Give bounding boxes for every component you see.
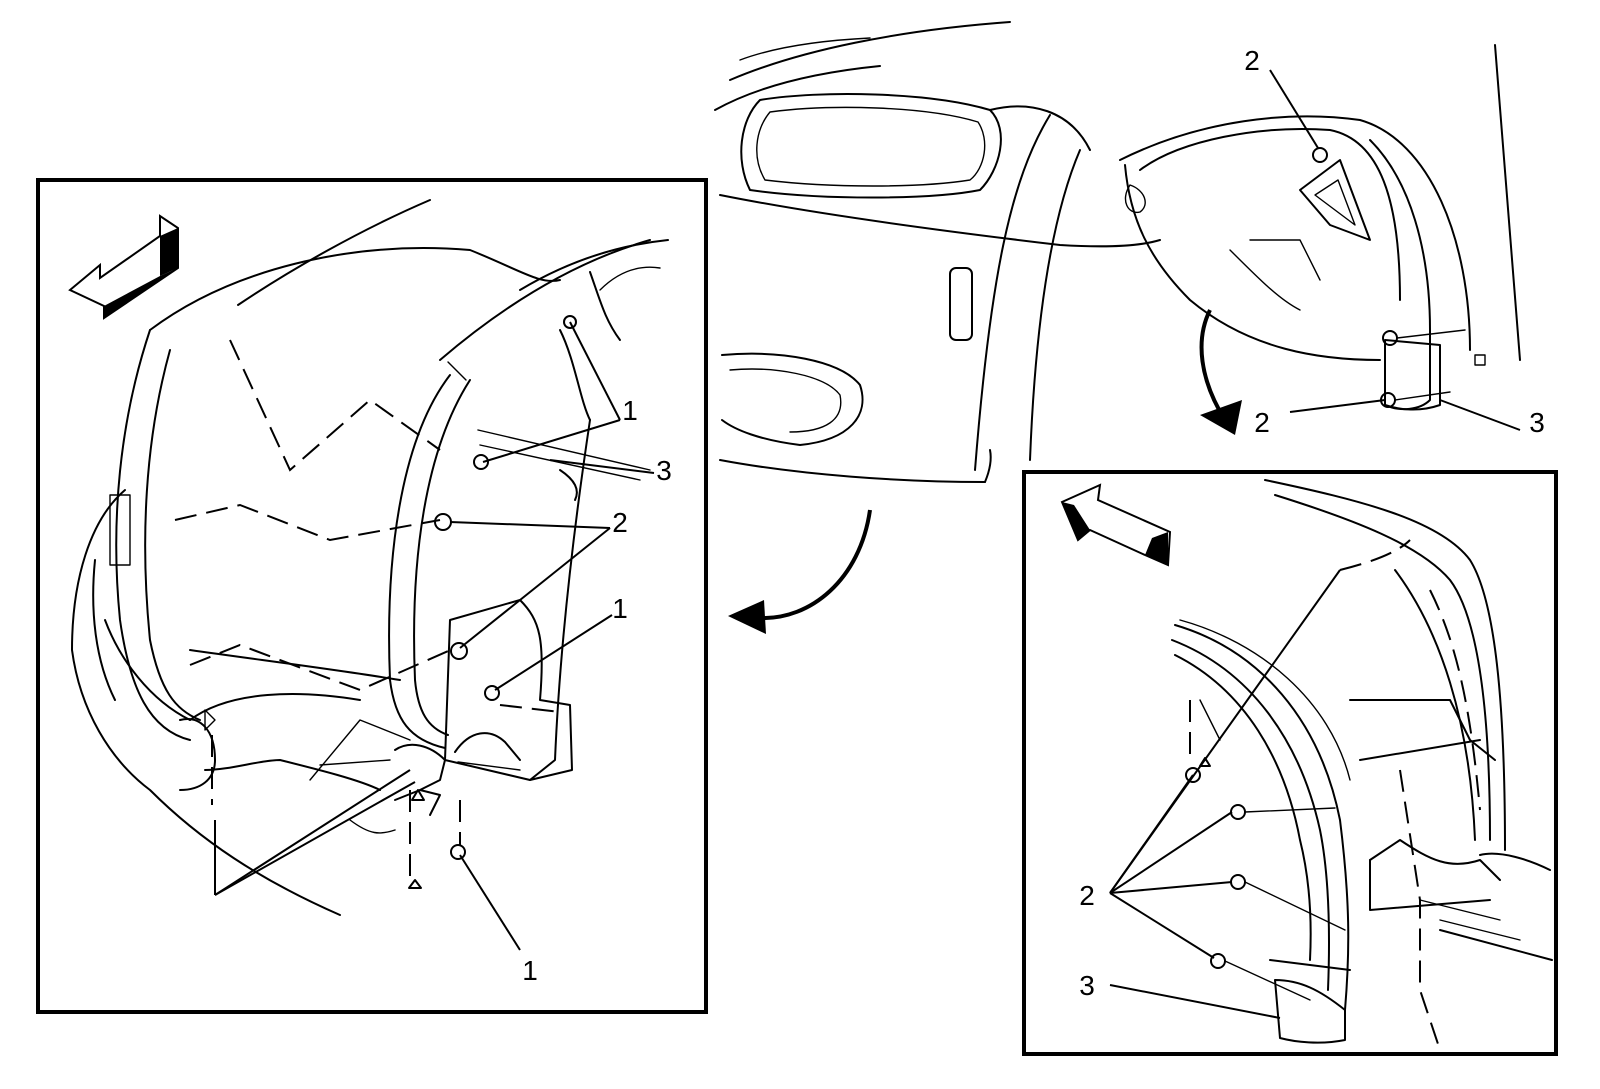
bottom-right-detail-view: 2 3 [1022,470,1558,1056]
bottom-right-detail-frame [1022,470,1558,1056]
callout-left-1-top: 1 [622,395,638,426]
left-detail-view: 1 3 2 1 1 [36,178,708,1014]
callout-overview-3: 3 [1529,407,1545,438]
left-detail-frame [36,178,708,1014]
callout-overview-2-top: 2 [1244,45,1260,76]
callout-left-2: 2 [612,507,628,538]
callout-left-1-bottom: 1 [522,955,538,986]
forward-arrow-left [68,214,179,320]
callout-overview-2-bottom: 2 [1254,407,1270,438]
callout-left-1-mid: 1 [612,593,628,624]
overview-view: 2 2 3 [714,21,1545,634]
callout-bottom-right-3: 3 [1079,970,1095,1001]
forward-arrow-right [1060,483,1172,567]
callout-bottom-right-2: 2 [1079,880,1095,911]
callout-left-3: 3 [656,455,672,486]
